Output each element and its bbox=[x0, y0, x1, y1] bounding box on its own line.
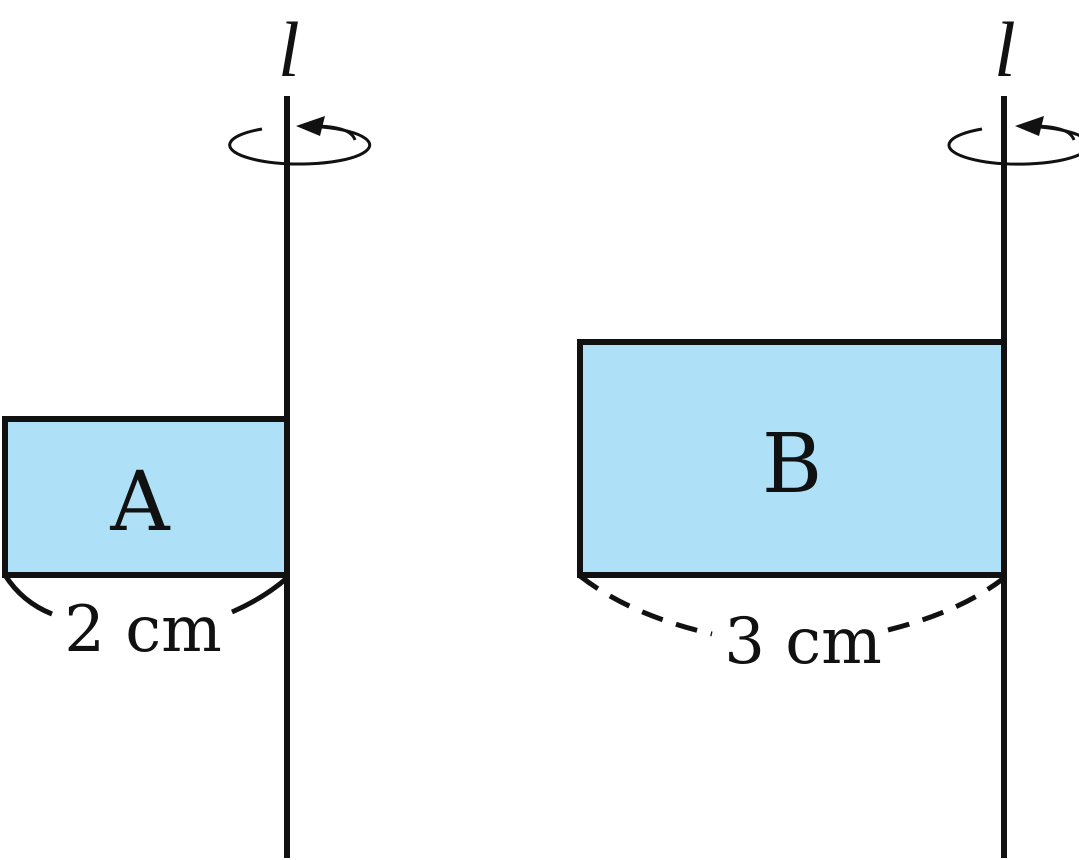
rectangle-a bbox=[2, 416, 290, 578]
rotation-arrow-icon bbox=[228, 116, 372, 166]
figure-b: l B 3 cm bbox=[577, 6, 1079, 858]
dimension-label-a: 2 cm bbox=[64, 593, 222, 667]
dimension-arc-a-right bbox=[230, 576, 289, 615]
dimension-label-b: 3 cm bbox=[724, 605, 882, 679]
dimension-arc-b bbox=[578, 574, 713, 637]
figure-a: l A 2 cm bbox=[2, 6, 372, 858]
rotation-arrow-icon bbox=[947, 116, 1079, 166]
dimension-arc-b-right bbox=[887, 576, 1006, 633]
shape-label-b: B bbox=[762, 417, 822, 512]
rectangle-b bbox=[577, 339, 1007, 578]
dimension-arc-a bbox=[2, 573, 53, 617]
shape-label-a: A bbox=[109, 455, 171, 550]
axis-label-b: l bbox=[994, 6, 1016, 93]
axis-label-a: l bbox=[278, 6, 300, 93]
